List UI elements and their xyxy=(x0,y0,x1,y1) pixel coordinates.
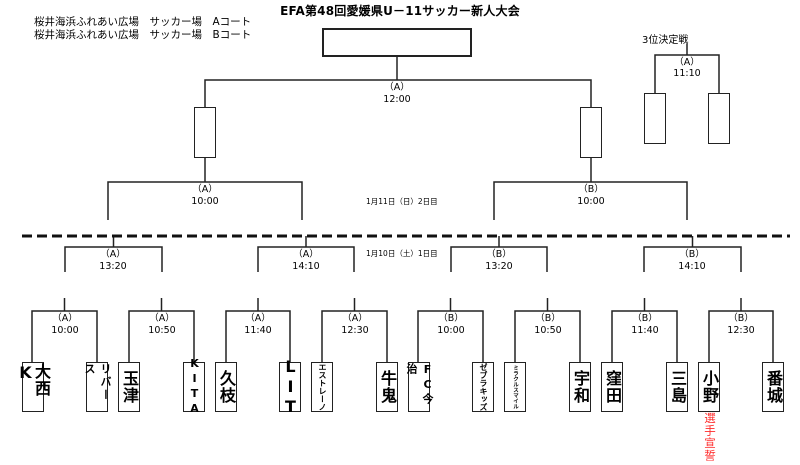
team-name: 小野 xyxy=(700,370,719,404)
team-name: 大西K xyxy=(16,363,51,397)
quarterfinal-4-time: 14:10 xyxy=(678,261,706,272)
final-time: 12:00 xyxy=(383,94,411,105)
quarterfinal-4-court: （B） xyxy=(679,249,705,260)
team-box[interactable]: FC今治 xyxy=(405,362,434,412)
team-box[interactable]: ゼブラキッズ xyxy=(472,362,494,412)
team-box[interactable]: 番城 xyxy=(762,362,784,412)
semifinal-2-time: 10:00 xyxy=(577,196,605,207)
team-name: FC今治 xyxy=(405,363,434,406)
third-place-team-box-1 xyxy=(644,93,666,144)
quarterfinal-2-court: （A） xyxy=(293,249,319,260)
team-box[interactable]: エストレーノ xyxy=(311,362,333,412)
team-name: KITA xyxy=(188,357,201,417)
team-box[interactable]: 玉津 xyxy=(118,362,140,412)
tournament-title: EFA第48回愛媛県U－11サッカー新人大会 xyxy=(280,4,520,18)
round1-match-1-time: 10:00 xyxy=(51,325,79,336)
semifinal-1-court: （A） xyxy=(192,184,218,195)
round1-match-4-court: （A） xyxy=(342,313,368,324)
quarterfinal-1-court: （A） xyxy=(100,249,126,260)
day2-label: 1月11日（日）2日目 xyxy=(366,197,438,206)
third-place-court: （A） xyxy=(674,57,700,68)
round1-match-3-court: （A） xyxy=(245,313,271,324)
team-box[interactable]: 宇和 xyxy=(569,362,591,412)
round1-match-5-court: （B） xyxy=(438,313,464,324)
champion-box xyxy=(322,28,472,57)
round1-match-2-time: 10:50 xyxy=(148,325,176,336)
team-name: LIT xyxy=(281,357,300,417)
team-name: 牛鬼 xyxy=(378,370,397,404)
semifinal-1-time: 10:00 xyxy=(191,196,219,207)
quarterfinal-1-time: 13:20 xyxy=(99,261,127,272)
team-name: ミラクルスマイル xyxy=(512,365,518,409)
team-name: ゼブラキッズ xyxy=(479,363,488,411)
round1-match-8-court: （B） xyxy=(728,313,754,324)
team-box[interactable]: KITA xyxy=(183,357,205,417)
round1-match-5-time: 10:00 xyxy=(437,325,465,336)
round1-match-7-time: 11:40 xyxy=(631,325,659,336)
team-name: 宇和 xyxy=(571,370,590,404)
team-name: 番城 xyxy=(764,370,783,404)
semifinal-2-court: （B） xyxy=(578,184,604,195)
round1-match-4-time: 12:30 xyxy=(341,325,369,336)
team-name: 三島 xyxy=(668,370,687,404)
team-name: 玉津 xyxy=(120,370,139,404)
player-pledge-note: 選手宣誓 xyxy=(703,412,717,462)
round1-match-8-time: 12:30 xyxy=(727,325,755,336)
team-box[interactable]: 窪田 xyxy=(601,362,623,412)
team-box[interactable]: LIT xyxy=(279,357,301,417)
round1-match-2-court: （A） xyxy=(149,313,175,324)
round1-match-1-court: （A） xyxy=(52,313,78,324)
round1-match-6-court: （B） xyxy=(535,313,561,324)
venue-court-b: 桜井海浜ふれあい広場 サッカー場 Bコート xyxy=(34,29,252,41)
third-place-team-box-2 xyxy=(708,93,730,144)
final-bracket-line xyxy=(204,79,592,107)
quarterfinal-2-time: 14:10 xyxy=(292,261,320,272)
round1-match-3-time: 11:40 xyxy=(244,325,272,336)
third-place-time: 11:10 xyxy=(673,68,701,79)
round1-match-6-time: 10:50 xyxy=(534,325,562,336)
third-place-title: 3位決定戦 xyxy=(642,35,689,46)
semifinal-winner-box-right xyxy=(580,107,602,158)
day1-label: 1月10日（土）1日目 xyxy=(366,249,438,258)
team-box[interactable]: 牛鬼 xyxy=(376,362,398,412)
team-name: リバース xyxy=(83,363,112,402)
final-court: （A） xyxy=(384,82,410,93)
team-name: 久枝 xyxy=(217,370,236,404)
quarterfinal-3-court: （B） xyxy=(486,249,512,260)
team-box[interactable]: 三島 xyxy=(666,362,688,412)
team-name: エストレーノ xyxy=(318,363,327,411)
team-box[interactable]: 小野 xyxy=(698,362,720,412)
team-box[interactable]: ミラクルスマイル xyxy=(504,362,526,412)
team-box[interactable]: 久枝 xyxy=(215,362,237,412)
semifinal-winner-box-left xyxy=(194,107,216,158)
round1-match-7-court: （B） xyxy=(632,313,658,324)
team-box[interactable]: 大西K xyxy=(16,362,51,412)
team-name: 窪田 xyxy=(603,370,622,404)
team-box[interactable]: リバース xyxy=(83,362,112,412)
venue-court-a: 桜井海浜ふれあい広場 サッカー場 Aコート xyxy=(34,16,252,28)
quarterfinal-3-time: 13:20 xyxy=(485,261,513,272)
